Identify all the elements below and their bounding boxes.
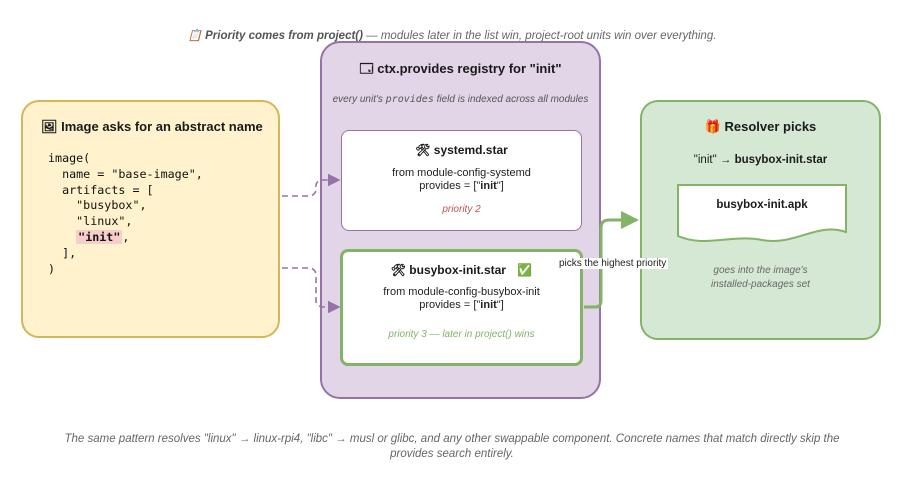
unit-card-systemd: 🛠 systemd.star from module-config-system… — [341, 130, 582, 231]
unit-title: 🛠 busybox-init.star ✅ — [390, 263, 533, 277]
arrow-image-to-busybox — [282, 267, 341, 314]
arrow-image-to-systemd — [282, 173, 341, 197]
resolver-note: goes into the image's installed-packages… — [711, 265, 810, 290]
registry-title: 🗔 ctx.provides registry for "init" — [359, 61, 562, 76]
image-panel-title: 🖼 Image asks for an abstract name — [41, 119, 263, 134]
code-line: ) — [48, 261, 56, 276]
unit-title: 🛠 systemd.star — [415, 143, 508, 157]
unit-provides-line: provides = ["init"] — [419, 299, 504, 311]
unit-module-line: from module-config-busybox-init — [383, 286, 540, 298]
header-note: 📋 Priority comes from project() — module… — [0, 28, 904, 42]
header-note-emphasis: Priority comes from project() — [205, 30, 363, 42]
unit-module-line: from module-config-systemd — [392, 167, 531, 179]
gift-icon: 🎁 — [704, 119, 721, 134]
framed-picture-icon: 🖼 — [41, 119, 58, 134]
code-line: "busybox", — [48, 198, 147, 213]
image-code-block: image( name = "base-image", artifacts = … — [48, 151, 203, 277]
edge-label-priority: picks the highest priority — [557, 258, 669, 269]
header-note-rest: — modules later in the list win, project… — [362, 30, 717, 42]
unit-priority: priority 3 — later in project() wins — [388, 329, 535, 340]
code-line: image( — [48, 151, 91, 165]
hammer-wrench-icon: 🛠 — [415, 143, 431, 157]
unit-provides-line: provides = ["init"] — [419, 180, 504, 192]
clipboard-icon: 📋 — [187, 30, 202, 42]
unit-card-busybox-init: 🛠 busybox-init.star ✅ from module-config… — [340, 249, 583, 366]
code-line: name = "base-image", — [48, 166, 203, 181]
package-document-shape — [677, 184, 847, 243]
image-request-panel — [21, 100, 280, 338]
arrow-icon: → — [719, 154, 732, 166]
code-line: artifacts = [ — [48, 182, 154, 197]
card-index-icon: 🗔 — [359, 61, 374, 76]
resolver-title: 🎁 Resolver picks — [704, 119, 817, 134]
unit-priority: priority 2 — [442, 204, 481, 215]
registry-subtitle: every unit's provides field is indexed a… — [332, 94, 589, 105]
footer-note: The same pattern resolves "linux" → linu… — [64, 433, 840, 460]
hammer-wrench-icon: 🛠 — [390, 263, 406, 277]
package-name: busybox-init.apk — [716, 199, 808, 211]
code-line: "linux", — [48, 214, 133, 229]
resolver-mapping: "init" → busybox-init.star — [693, 154, 828, 166]
code-line-suffix: , — [122, 229, 130, 244]
highlighted-artifact: "init" — [76, 229, 123, 244]
code-line: ], — [48, 245, 77, 260]
check-mark-button-icon: ✅ — [517, 263, 533, 277]
